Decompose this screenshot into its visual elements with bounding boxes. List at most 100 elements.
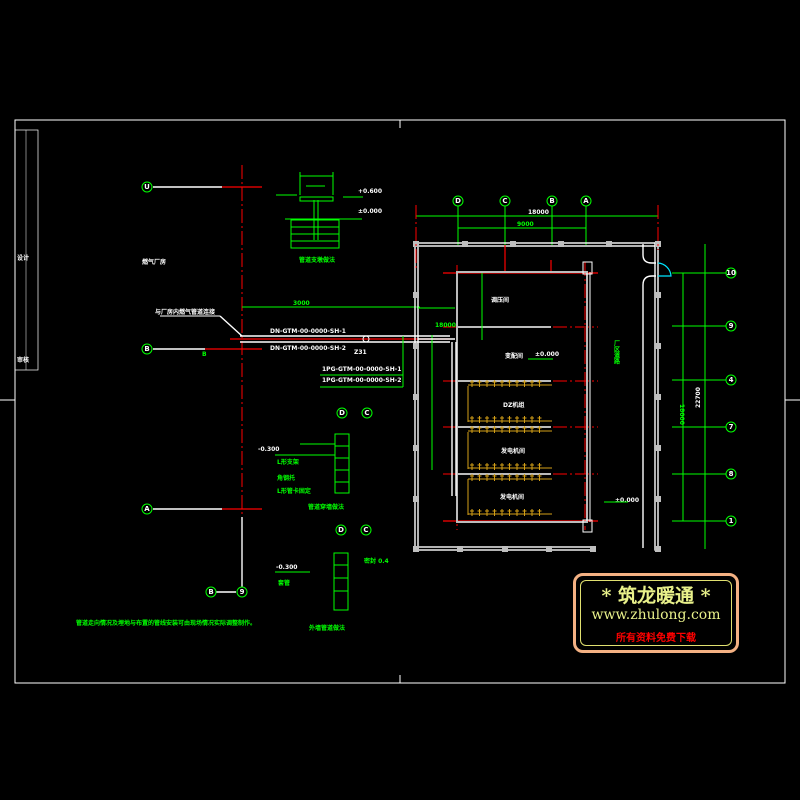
heater-unit: [485, 474, 489, 481]
heater-unit: [537, 416, 542, 423]
axis-bubble-right: 1: [725, 515, 737, 527]
axis-bubble-right: 9: [725, 320, 737, 332]
left-dim-label: B: [202, 351, 207, 358]
svg-text:18000: 18000: [435, 322, 456, 329]
svg-text:D: D: [455, 197, 461, 205]
svg-text:18000: 18000: [678, 404, 685, 425]
heater-unit: [515, 380, 519, 387]
heater-unit: [470, 509, 474, 516]
heater-unit: [492, 426, 497, 433]
svg-text:Z31: Z31: [354, 349, 367, 356]
svg-text:DN-GTM-00-0000-SH-2: DN-GTM-00-0000-SH-2: [270, 345, 346, 352]
axis-bubble-right: 7: [725, 421, 737, 433]
heater-rows: [468, 380, 552, 516]
heater-unit: [500, 416, 504, 423]
general-note: 管道走向情况及埋地与布置的管线安装可由现场情况实际调整制作。: [76, 619, 256, 627]
heater-unit: [507, 463, 512, 470]
svg-text:+0.600: +0.600: [358, 188, 382, 195]
svg-text:22700: 22700: [695, 387, 702, 408]
heater-unit: [500, 509, 504, 516]
heater-unit: [492, 474, 497, 481]
room-label: 调压间: [491, 296, 509, 304]
heater-unit: [537, 509, 542, 516]
heater-unit: [477, 426, 482, 433]
svg-text:-0.300: -0.300: [258, 446, 279, 453]
heater-unit: [485, 426, 489, 433]
svg-text:B: B: [549, 197, 554, 205]
heater-unit: [530, 463, 534, 470]
svg-text:套管: 套管: [278, 579, 290, 587]
detail-title: 管道穿墙做法: [308, 503, 344, 511]
axis-bubble-right: 8: [725, 468, 737, 480]
svg-text:±0.000: ±0.000: [535, 351, 559, 358]
heater-unit: [492, 380, 497, 387]
road-label: 厂区道路: [613, 340, 620, 365]
heater-unit: [515, 474, 519, 481]
heater-unit: [515, 426, 519, 433]
svg-text:±0.000: ±0.000: [615, 497, 639, 504]
heater-unit: [530, 474, 534, 481]
heater-unit: [485, 380, 489, 387]
heater-unit: [522, 474, 527, 481]
heater-unit: [537, 380, 542, 387]
top-axes: 18000 9000 D C B A: [416, 195, 658, 245]
svg-text:L形管卡固定: L形管卡固定: [277, 487, 311, 495]
svg-text:C: C: [502, 197, 507, 205]
heater-unit: [537, 463, 542, 470]
heater-unit: [470, 474, 474, 481]
svg-text:D: D: [338, 526, 344, 534]
heater-unit: [477, 416, 482, 423]
svg-text:1PG-GTM-00-0000-SH-2: 1PG-GTM-00-0000-SH-2: [322, 377, 401, 384]
svg-text:1PG-GTM-00-0000-SH-1: 1PG-GTM-00-0000-SH-1: [322, 366, 401, 373]
svg-text:3000: 3000: [293, 300, 310, 307]
heater-unit: [500, 474, 504, 481]
svg-text:-0.300: -0.300: [276, 564, 297, 571]
heater-unit: [500, 380, 504, 387]
heater-unit: [522, 463, 527, 470]
heater-unit: [470, 426, 474, 433]
axis-bubble-left: B: [141, 343, 153, 355]
axis-bubble-right: 10: [725, 267, 737, 279]
heater-unit: [492, 416, 497, 423]
svg-text:9: 9: [240, 588, 245, 596]
heater-unit: [477, 509, 482, 516]
heater-unit: [530, 416, 534, 423]
heater-unit: [522, 509, 527, 516]
svg-text:A: A: [144, 505, 150, 513]
svg-text:C: C: [364, 409, 369, 417]
zhulong-logo: * 筑龙暖通 * www.zhulong.com 所有资料免费下载: [573, 573, 739, 653]
pipe-note: 与厂房内燃气管道连接: [155, 308, 215, 316]
room-label: 发电机间: [500, 447, 525, 455]
room-label: 变配间: [505, 352, 523, 360]
heater-unit: [470, 380, 474, 387]
room-label: DZ机组: [503, 401, 524, 409]
svg-text:9000: 9000: [517, 221, 534, 228]
heater-unit: [485, 416, 489, 423]
heater-unit: [515, 463, 519, 470]
axis-bubble-bottom: B: [205, 586, 217, 598]
room-label: 发电机间: [499, 493, 524, 501]
detail-title: 管道支墩做法: [299, 256, 335, 264]
logo-title: * 筑龙暖通 *: [601, 585, 711, 607]
svg-text:10: 10: [726, 269, 736, 277]
heater-unit: [530, 509, 534, 516]
heater-unit: [507, 416, 512, 423]
heater-unit: [530, 426, 534, 433]
heater-unit: [477, 463, 482, 470]
title-strip: [14, 129, 39, 371]
axis-bubble-bottom: 9: [236, 586, 248, 598]
heater-unit: [492, 463, 497, 470]
heater-unit: [470, 463, 474, 470]
heater-unit: [530, 380, 534, 387]
heater-unit: [522, 426, 527, 433]
heater-unit: [522, 380, 527, 387]
foundation-detail: +0.600 ±0.000 管道支墩做法: [276, 172, 382, 264]
svg-text:B: B: [208, 588, 213, 596]
svg-text:7: 7: [729, 423, 734, 431]
svg-text:角钢托: 角钢托: [277, 474, 295, 482]
heater-unit: [515, 416, 519, 423]
svg-text:18000: 18000: [528, 209, 549, 216]
heater-unit: [522, 416, 527, 423]
heater-unit: [507, 380, 512, 387]
